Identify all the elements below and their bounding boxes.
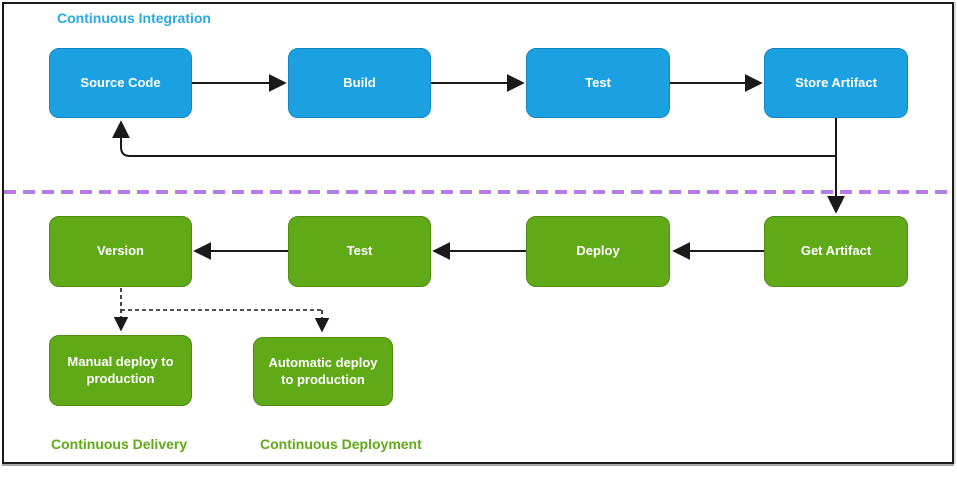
node-source-code: Source Code <box>49 48 192 118</box>
node-manual-deploy-label: Manual deploy to production <box>67 353 174 386</box>
section-label-continuous-delivery: Continuous Delivery <box>51 436 188 452</box>
node-store-artifact-label: Store Artifact <box>795 74 877 90</box>
section-label-continuous-integration: Continuous Integration <box>57 10 211 26</box>
node-get-artifact: Get Artifact <box>764 216 908 287</box>
node-build-label: Build <box>343 74 376 90</box>
node-automatic-deploy-to-production: Automatic deploy to production <box>253 337 393 406</box>
node-automatic-deploy-label: Automatic deploy to production <box>268 354 378 387</box>
connector-feedback-to-source-code <box>112 120 836 157</box>
node-store-artifact: Store Artifact <box>764 48 908 118</box>
node-test-cd-label: Test <box>346 243 373 259</box>
node-test-ci-label: Test <box>585 74 611 90</box>
node-build: Build <box>288 48 431 118</box>
node-deploy-label: Deploy <box>576 243 620 259</box>
node-deploy: Deploy <box>526 216 670 287</box>
section-label-continuous-deployment: Continuous Deployment <box>260 436 422 452</box>
node-version: Version <box>49 216 192 287</box>
node-get-artifact-label: Get Artifact <box>800 243 872 259</box>
node-source-code-label: Source Code <box>80 74 161 90</box>
node-version-label: Version <box>97 243 144 259</box>
diagram-frame-border <box>2 2 954 464</box>
node-test-cd: Test <box>288 216 431 287</box>
node-test-ci: Test <box>526 48 670 118</box>
node-manual-deploy-to-production: Manual deploy to production <box>49 335 192 406</box>
